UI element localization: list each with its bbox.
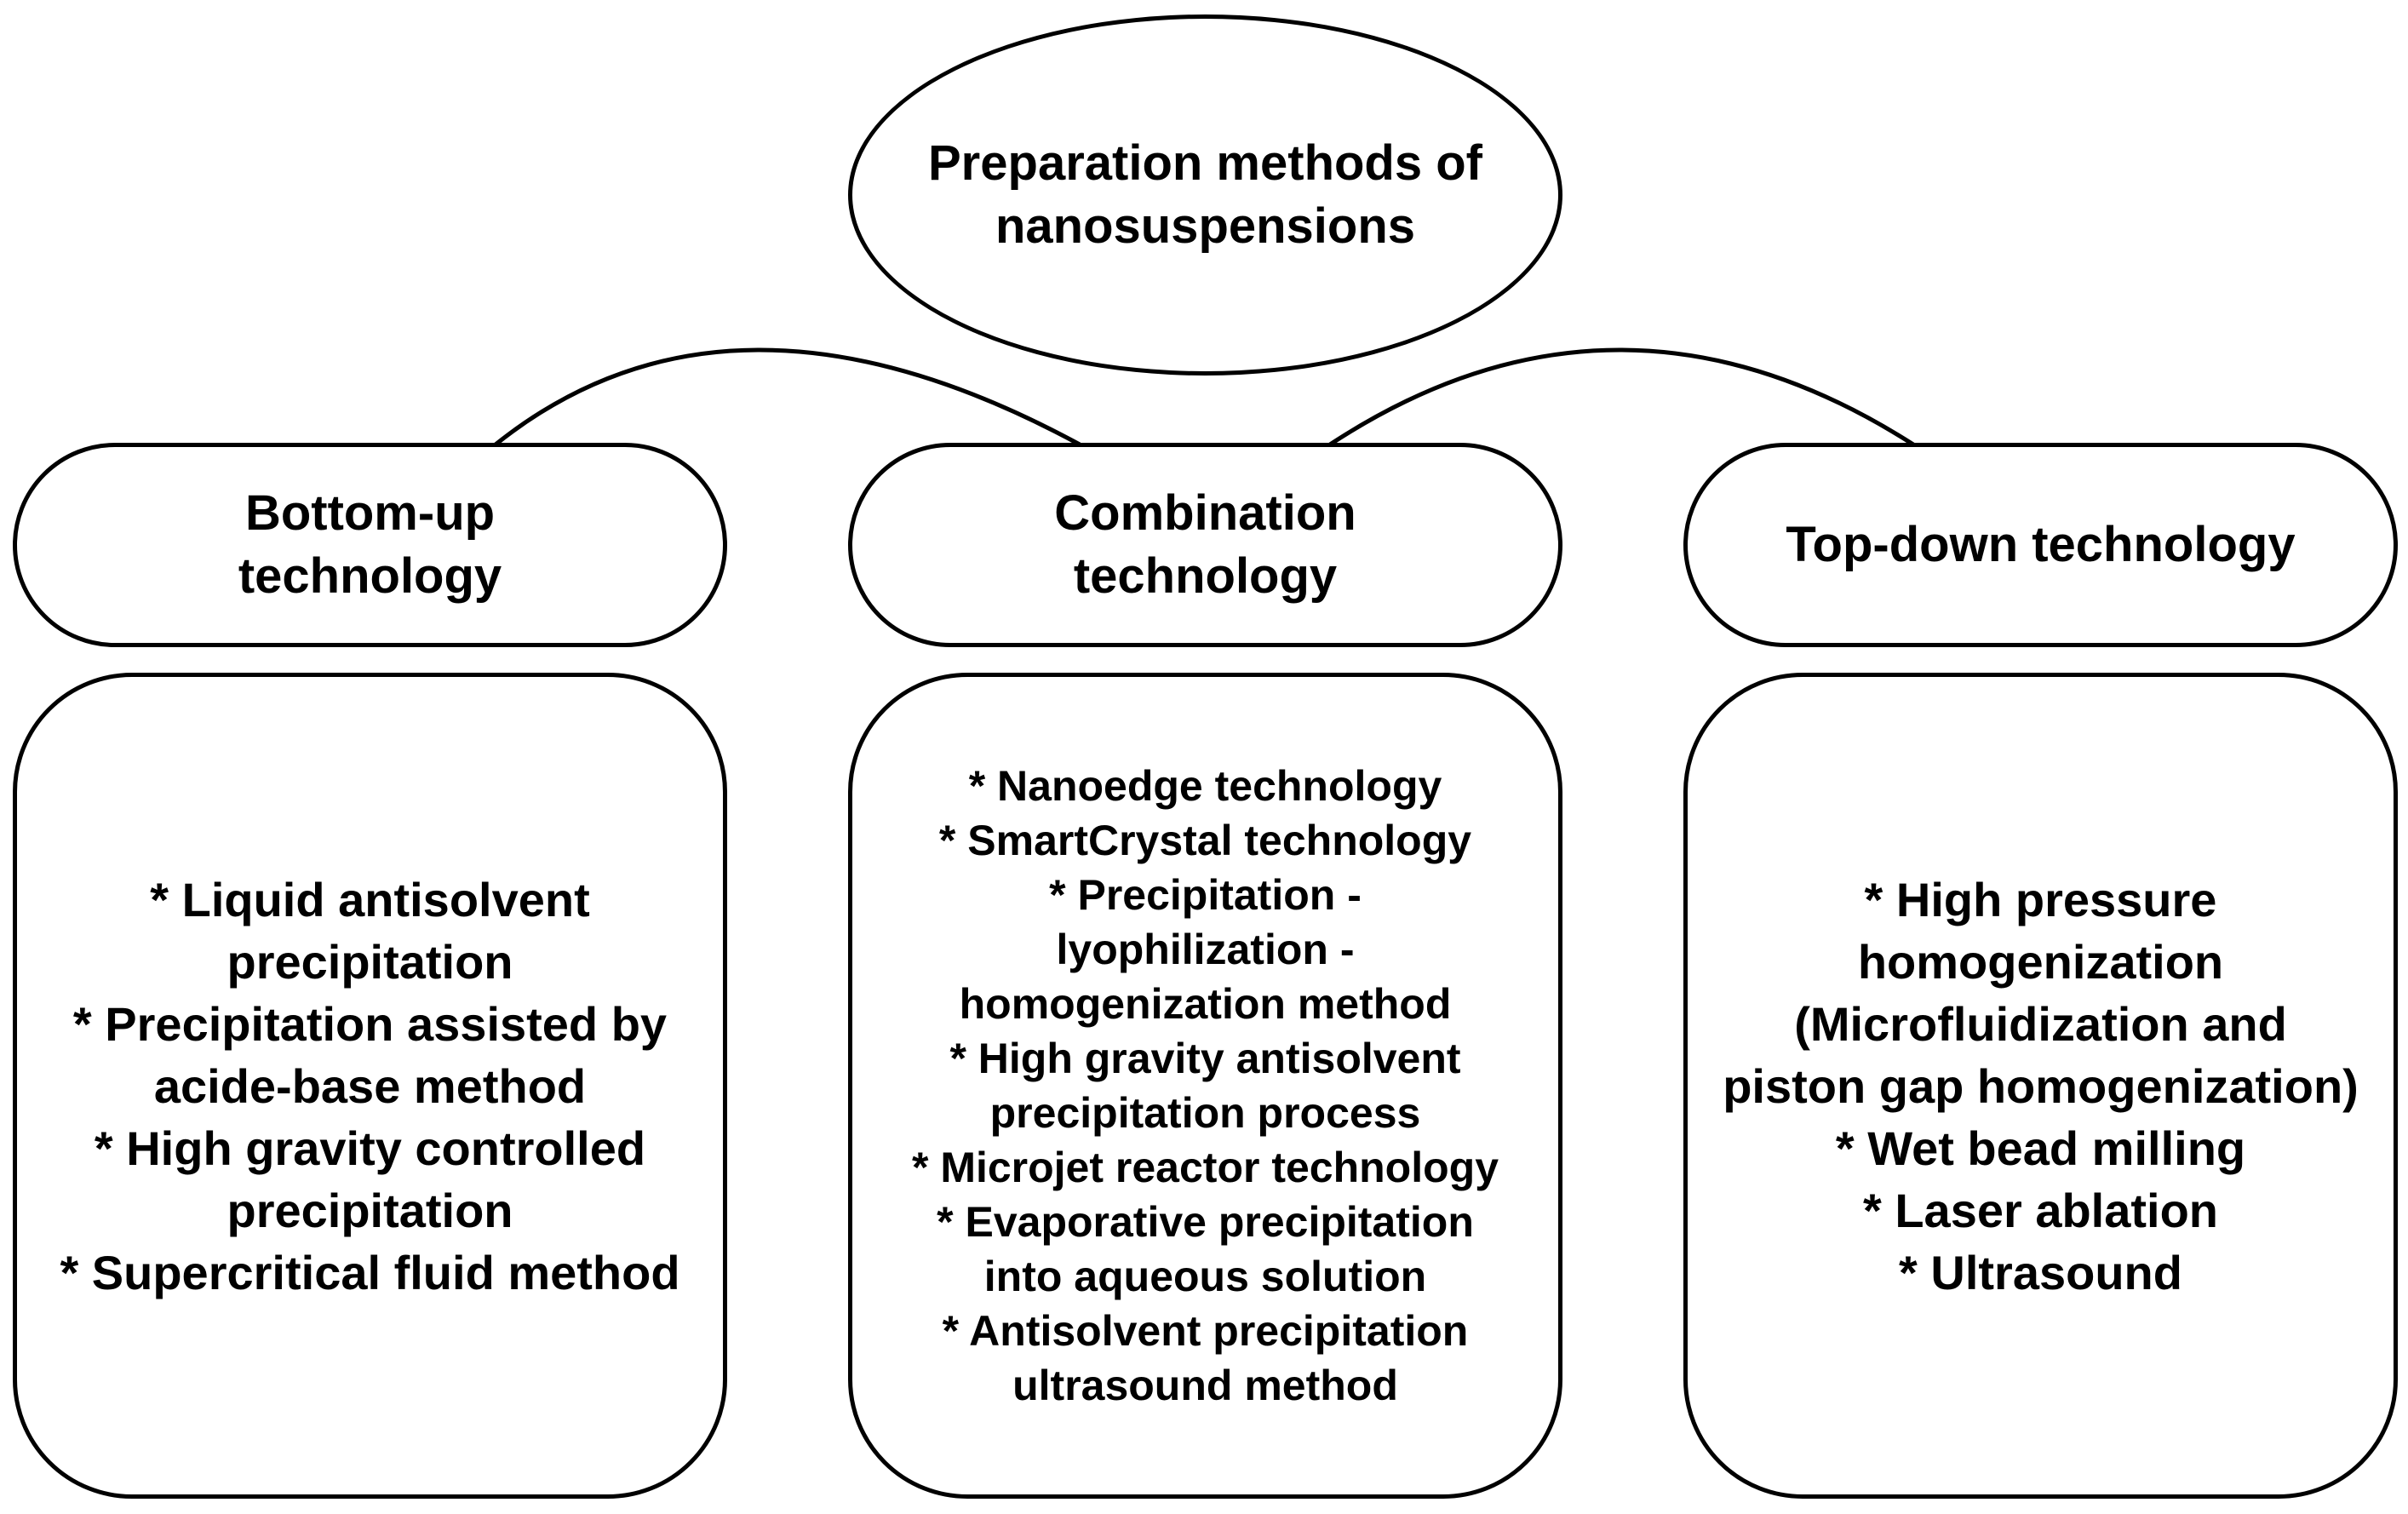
method-item: * Wet bead milling <box>1835 1121 2246 1175</box>
category-bottom-up: Bottom-up technology <box>13 443 727 647</box>
method-item: * SmartCrystal technology <box>938 817 1472 864</box>
methods-list: * Liquid antisolvent precipitation * Pre… <box>17 869 723 1304</box>
methods-list: * Nanoedge technology * SmartCrystal tec… <box>852 759 1558 1413</box>
methods-box-combination: * Nanoedge technology * SmartCrystal tec… <box>848 673 1562 1499</box>
connector-combination-to-top-down <box>1328 347 1915 447</box>
method-item: * Antisolvent precipitation ultrasound m… <box>942 1307 1469 1409</box>
category-combination: Combination technology <box>848 443 1562 647</box>
root-title: Preparation methods of nanosuspensions <box>928 135 1482 254</box>
methods-box-bottom-up: * Liquid antisolvent precipitation * Pre… <box>13 673 727 1499</box>
category-top-down: Top-down technology <box>1683 443 2398 647</box>
connector-bottom-up-to-combination <box>494 347 1081 447</box>
method-item: * Evaporative precipitation into aqueous… <box>937 1198 1474 1300</box>
method-item: * Precipitation - lyophilization - homog… <box>959 871 1452 1028</box>
methods-list: * High pressure homogenization (Microflu… <box>1688 869 2394 1304</box>
method-item: * Precipitation assisted by acide-base m… <box>72 996 668 1113</box>
method-item: * Liquid antisolvent precipitation <box>150 872 590 989</box>
category-label: Combination technology <box>1054 485 1356 604</box>
method-item: * Ultrasound <box>1899 1245 2182 1299</box>
method-item: * Nanoedge technology <box>968 762 1442 810</box>
category-label: Top-down technology <box>1786 517 2296 572</box>
method-item: * High pressure homogenization (Microflu… <box>1723 872 2359 1113</box>
root-node: Preparation methods of nanosuspensions <box>848 14 1562 376</box>
method-item: * Supercritical fluid method <box>60 1245 680 1299</box>
method-item: * High gravity controlled precipitation <box>94 1121 646 1237</box>
category-label: Bottom-up technology <box>238 485 502 604</box>
method-item: * Microjet reactor technology <box>911 1144 1499 1191</box>
methods-box-top-down: * High pressure homogenization (Microflu… <box>1683 673 2398 1499</box>
method-item: * Laser ablation <box>1862 1183 2219 1237</box>
method-item: * High gravity antisolvent precipitation… <box>949 1035 1461 1137</box>
